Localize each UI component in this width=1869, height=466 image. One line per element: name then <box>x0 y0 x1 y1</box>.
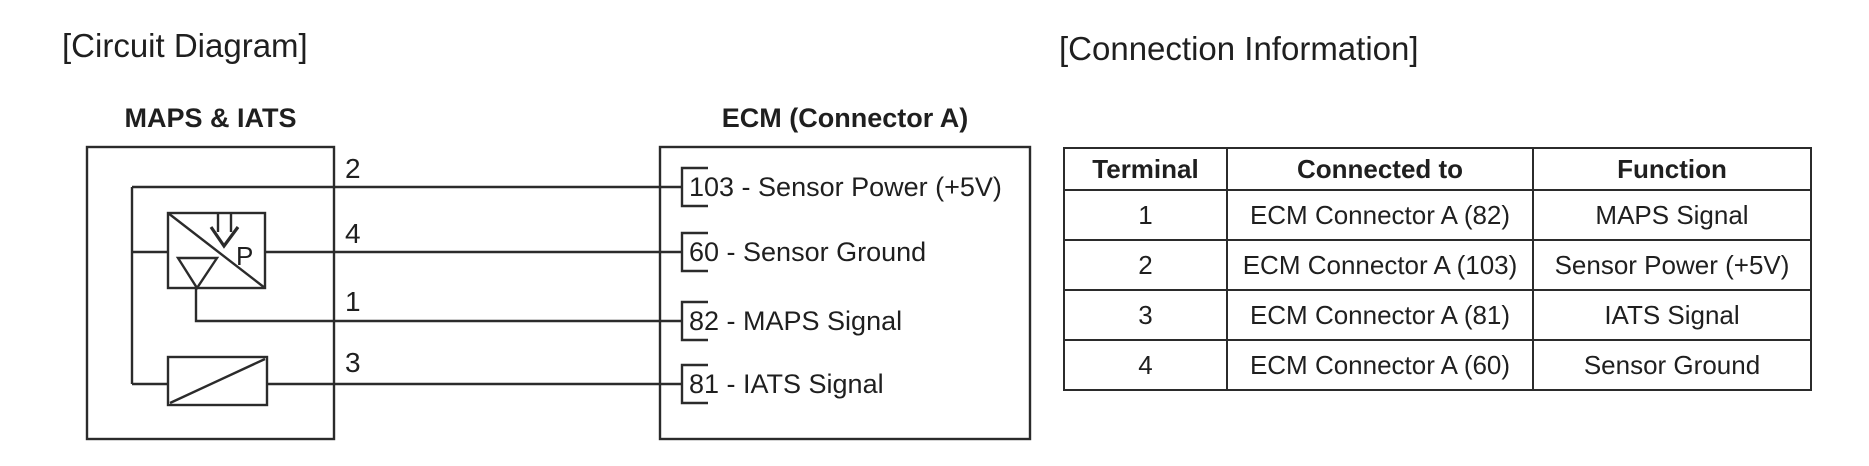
header-connected-to: Connected to <box>1226 147 1534 191</box>
connection-information-table: Terminal Connected to Function 1 ECM Con… <box>1063 147 1812 391</box>
thermistor-symbol <box>166 355 269 407</box>
cell-terminal: 1 <box>1063 189 1228 241</box>
table-row: 1 ECM Connector A (82) MAPS Signal <box>1063 189 1812 241</box>
terminal-number-2: 2 <box>345 153 361 184</box>
ecm-pin-label-103: 103 - Sensor Power (+5V) <box>689 172 1002 202</box>
ecm-pin-bracket-81 <box>680 363 708 405</box>
ecm-pin-bracket-103 <box>680 166 708 208</box>
cell-terminal: 2 <box>1063 239 1228 291</box>
ecm-box <box>658 145 1032 441</box>
cell-function: MAPS Signal <box>1532 189 1812 241</box>
cell-connected-to: ECM Connector A (60) <box>1226 339 1534 391</box>
ecm-pin-bracket-60 <box>680 231 708 273</box>
sensor-title: MAPS & IATS <box>124 103 297 133</box>
table-row: 4 ECM Connector A (60) Sensor Ground <box>1063 339 1812 391</box>
wire-terminal-1 <box>194 288 682 323</box>
header-terminal: Terminal <box>1063 147 1228 191</box>
header-function: Function <box>1532 147 1812 191</box>
cell-connected-to: ECM Connector A (103) <box>1226 239 1534 291</box>
pressure-arrow-head-icon <box>209 226 240 249</box>
table-header-row: Terminal Connected to Function <box>1063 147 1812 191</box>
ecm-pin-label-81: 81 - IATS Signal <box>689 369 884 399</box>
cell-connected-to: ECM Connector A (82) <box>1226 189 1534 241</box>
terminal-number-4: 4 <box>345 218 361 249</box>
connection-information-title: [Connection Information] <box>1059 30 1419 67</box>
pressure-p-label: P <box>236 241 254 271</box>
cell-terminal: 3 <box>1063 289 1228 341</box>
pressure-arrow-shaft-icon <box>216 214 233 232</box>
circuit-diagram-title: [Circuit Diagram] <box>62 27 308 64</box>
piezo-triangle-icon <box>175 256 220 291</box>
cell-function: Sensor Ground <box>1532 339 1812 391</box>
sensor-box <box>85 145 336 441</box>
table-row: 3 ECM Connector A (81) IATS Signal <box>1063 289 1812 341</box>
ecm-title: ECM (Connector A) <box>721 103 969 133</box>
pressure-sensor-symbol <box>166 211 267 290</box>
cell-connected-to: ECM Connector A (81) <box>1226 289 1534 341</box>
cell-terminal: 4 <box>1063 339 1228 391</box>
terminal-number-3: 3 <box>345 347 361 378</box>
ecm-pin-label-82: 82 - MAPS Signal <box>689 306 903 336</box>
pressure-sensor-diagonal <box>167 212 266 289</box>
cell-function: IATS Signal <box>1532 289 1812 341</box>
table-row: 2 ECM Connector A (103) Sensor Power (+5… <box>1063 239 1812 291</box>
circuit-diagram <box>85 145 1032 441</box>
thermistor-diagonal <box>169 357 266 405</box>
cell-function: Sensor Power (+5V) <box>1532 239 1812 291</box>
terminal-number-1: 1 <box>345 286 361 317</box>
ecm-pin-label-60: 60 - Sensor Ground <box>689 237 927 267</box>
ecm-pin-bracket-82 <box>680 300 708 342</box>
